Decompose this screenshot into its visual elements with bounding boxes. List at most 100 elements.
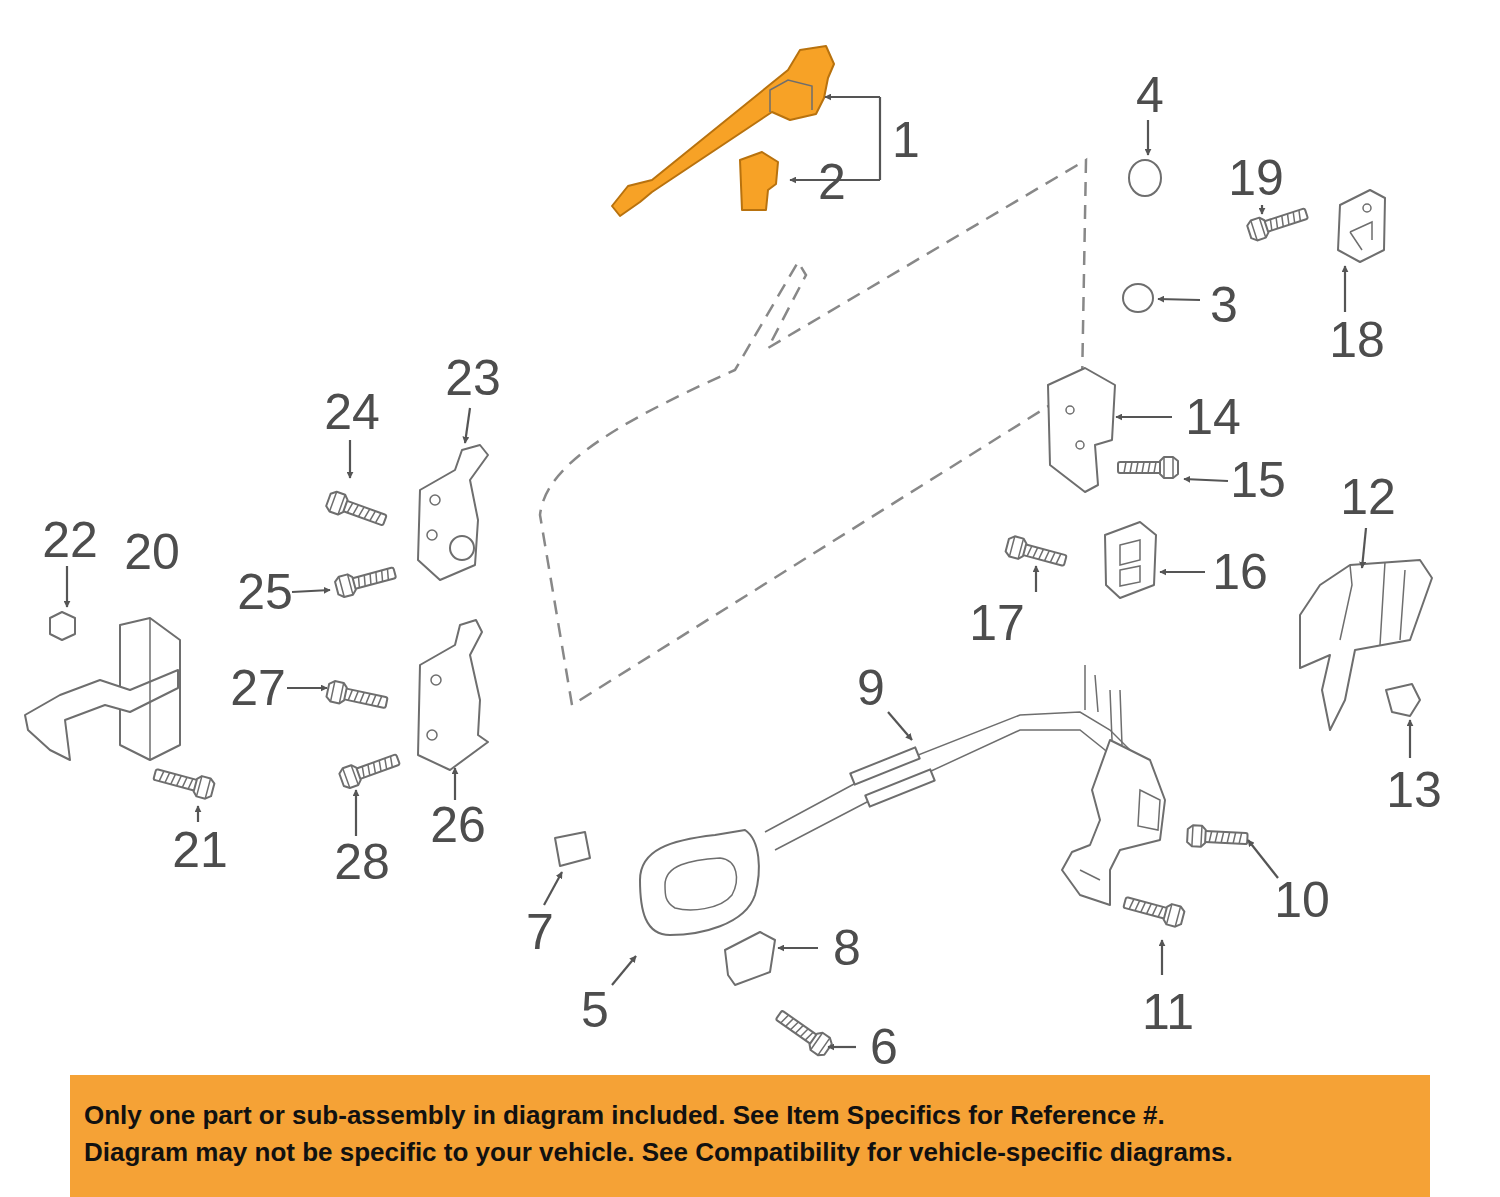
latch-cable — [765, 712, 1140, 832]
hinge — [418, 620, 488, 770]
handle-cap — [740, 152, 778, 210]
leader-line — [292, 590, 330, 592]
callout-number: 2 — [818, 157, 846, 207]
callout-number: 25 — [237, 567, 293, 617]
bracket — [1066, 406, 1074, 414]
clip — [555, 832, 590, 866]
leader-line — [1248, 840, 1278, 878]
bolt — [326, 680, 389, 713]
bolt — [1005, 535, 1068, 571]
bolt — [334, 562, 397, 598]
callout-number: 8 — [833, 923, 861, 973]
bracket — [1048, 368, 1115, 492]
latch-cable — [1062, 740, 1165, 905]
callout-number: 9 — [857, 663, 885, 713]
door-outline — [540, 160, 1086, 705]
bumper-block — [1105, 522, 1156, 598]
callout-number: 19 — [1228, 153, 1284, 203]
callout-number: 21 — [172, 825, 228, 875]
latch-cable — [1085, 665, 1122, 745]
leader-line — [1035, 566, 1037, 592]
leader-line — [66, 566, 68, 607]
leader-line — [287, 687, 327, 689]
bracket — [1048, 368, 1115, 492]
plug — [1129, 160, 1161, 196]
striker — [1350, 222, 1372, 250]
leader-line — [1184, 479, 1228, 481]
hinge — [431, 675, 441, 685]
outside-handle — [612, 46, 834, 216]
callout-number: 13 — [1386, 765, 1442, 815]
screw — [773, 1006, 834, 1058]
hinge — [450, 536, 474, 560]
bolt — [1122, 892, 1185, 928]
plug — [1123, 284, 1153, 312]
callout-number: 3 — [1210, 280, 1238, 330]
leader-line — [1362, 528, 1366, 568]
callout-number: 11 — [1142, 987, 1194, 1037]
leader-line — [778, 947, 818, 949]
leader-line — [1344, 266, 1346, 312]
handle-cap — [740, 152, 778, 210]
callout-number: 10 — [1274, 875, 1330, 925]
leader-line — [1161, 940, 1163, 975]
striker — [1338, 190, 1385, 262]
hinge — [418, 445, 488, 580]
leader-line — [197, 806, 199, 822]
callout-number: 23 — [445, 353, 501, 403]
leader-line — [1261, 205, 1263, 214]
leader-line — [465, 408, 470, 443]
check-strap — [25, 618, 180, 760]
callout-number: 1 — [892, 115, 920, 165]
check-strap — [149, 618, 151, 760]
striker — [1338, 190, 1385, 262]
callout-number: 7 — [526, 907, 554, 957]
leader-line — [1116, 416, 1172, 418]
leader-line — [355, 790, 357, 836]
bolt — [1118, 457, 1178, 478]
leader-line — [612, 956, 636, 985]
callout-number: 18 — [1329, 315, 1385, 365]
callout-number: 28 — [334, 837, 390, 887]
outside-handle — [770, 80, 812, 112]
bolt — [338, 749, 402, 789]
notice-banner: Only one part or sub-assembly in diagram… — [70, 1075, 1430, 1197]
hinge — [418, 445, 488, 580]
lock-module — [1340, 562, 1405, 645]
cover — [725, 932, 775, 985]
hinge — [427, 730, 437, 740]
callout-number: 16 — [1212, 547, 1268, 597]
latch-cable — [765, 665, 1165, 905]
hinge — [418, 620, 488, 770]
hinge — [427, 530, 437, 540]
bracket-leader — [879, 97, 881, 180]
leader-line — [888, 712, 912, 740]
callout-number: 12 — [1340, 472, 1396, 522]
lock-module — [1300, 560, 1432, 730]
outside-handle — [612, 46, 834, 216]
leader-line — [544, 872, 562, 905]
callout-number: 17 — [969, 598, 1025, 648]
bolt — [1246, 203, 1310, 242]
inside-handle — [640, 830, 759, 935]
callout-number: 22 — [42, 515, 98, 565]
latch-cable — [1080, 790, 1160, 880]
callout-number: 15 — [1230, 455, 1286, 505]
bracket — [1076, 441, 1084, 449]
leader-line — [454, 768, 456, 800]
callout-number: 14 — [1185, 392, 1241, 442]
leader-line — [1409, 720, 1411, 758]
leader-line — [828, 1046, 856, 1048]
callout-number: 27 — [230, 663, 286, 713]
nut — [50, 612, 75, 640]
bolt — [152, 764, 215, 800]
notice-text: Only one part or sub-assembly in diagram… — [84, 1097, 1416, 1134]
lock-module — [1300, 560, 1432, 730]
leader-line — [1158, 299, 1200, 300]
callout-number: 26 — [430, 800, 486, 850]
latch-cable — [865, 769, 934, 806]
bumper-block — [1120, 540, 1140, 586]
callout-number: 20 — [124, 527, 180, 577]
bolt — [325, 490, 389, 530]
check-strap — [25, 670, 178, 760]
